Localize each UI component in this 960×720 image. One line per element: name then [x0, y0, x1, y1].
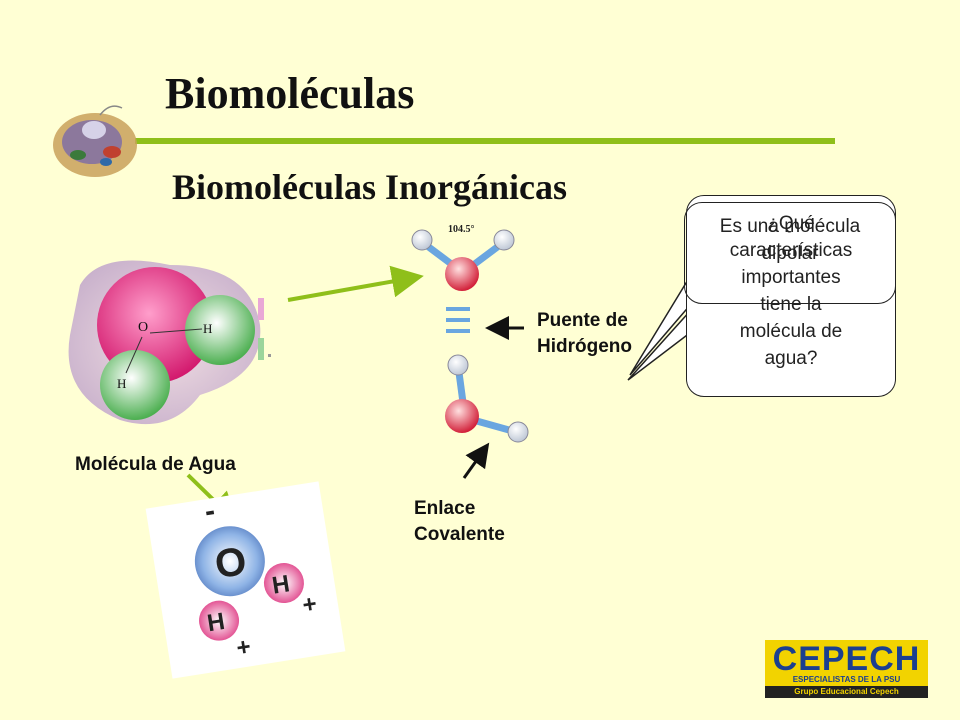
- cepech-logo: CEPECH ESPECIALISTAS DE LA PSU Grupo Edu…: [765, 640, 928, 698]
- slide-subtitle: Biomoléculas Inorgánicas: [172, 167, 568, 207]
- cell-icon: [53, 105, 137, 177]
- hydrogen-bond-label: Puente de Hidrógeno: [537, 310, 632, 357]
- slide-title: Biomoléculas: [165, 69, 415, 118]
- answer-bubble: Es una molécula dipolar: [684, 202, 896, 304]
- question-bubble: ¿Qué características importantes tiene l…: [686, 195, 896, 397]
- water-molecule-label: Molécula de Agua: [75, 454, 236, 475]
- oxygen-text: O: [138, 320, 148, 335]
- plus-charge-1: +: [301, 590, 319, 619]
- water-dimer-ball-stick: [411, 229, 529, 443]
- covalent-bond-label: Enlace Covalente: [414, 498, 505, 545]
- charge-bars: [258, 298, 271, 360]
- hydrogen-symbol-1: H: [270, 570, 291, 599]
- hydrogen-text-1: H: [203, 321, 212, 336]
- hydrogen-symbol-2: H: [205, 608, 226, 637]
- oxygen-symbol: O: [212, 539, 250, 587]
- hydrogen-text-2: H: [117, 376, 126, 391]
- plus-charge-2: +: [235, 633, 253, 662]
- water-space-filling-model: O H H: [68, 260, 261, 425]
- title-underline: [135, 138, 835, 144]
- minus-charge: -: [202, 494, 217, 528]
- bond-angle-label: 104.5°: [448, 224, 475, 235]
- polarity-diagram: O H H - + +: [145, 481, 346, 679]
